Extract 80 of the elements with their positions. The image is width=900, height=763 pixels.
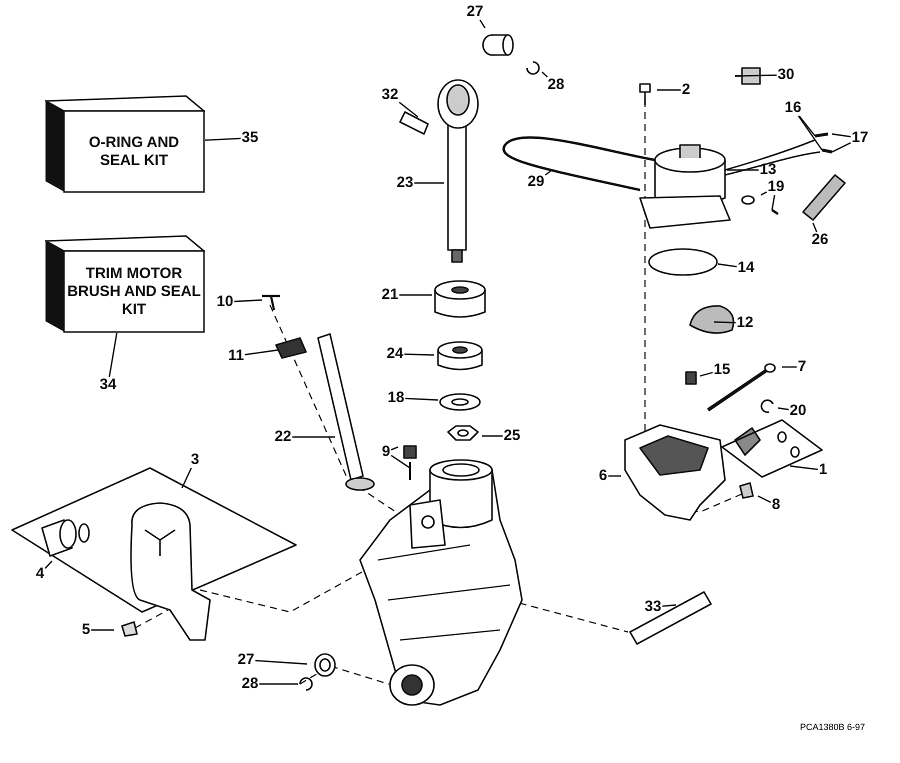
leader-line <box>758 495 772 504</box>
callout-number: 26 <box>810 232 830 248</box>
leader-line <box>91 629 114 631</box>
callout-number: 17 <box>850 130 870 146</box>
callout-number: 27 <box>466 4 484 20</box>
leader-line <box>657 89 681 91</box>
leader-line <box>771 194 776 210</box>
leader-line <box>760 191 768 196</box>
leader-line <box>405 398 438 401</box>
leader-line <box>292 436 335 438</box>
callout-number: 22 <box>274 429 292 445</box>
leader-line <box>108 332 118 378</box>
leader-line <box>718 263 737 268</box>
leader-line <box>390 454 410 469</box>
leader-line <box>662 604 676 607</box>
leader-line <box>734 74 777 77</box>
callout-number: 19 <box>766 179 786 195</box>
callout-number: 11 <box>227 348 245 364</box>
callout-number: 25 <box>502 428 522 444</box>
kit-box <box>45 235 205 333</box>
leader-line <box>608 475 621 477</box>
leader-line <box>798 116 823 150</box>
leader-line <box>790 465 818 470</box>
callout-number: 6 <box>598 468 608 484</box>
callout-number: 28 <box>240 676 260 692</box>
leader-line <box>234 299 262 302</box>
leader-line <box>181 468 192 488</box>
callout-number: 14 <box>736 260 756 276</box>
callout-number: 30 <box>776 67 796 83</box>
callout-number: 5 <box>80 622 92 638</box>
kit-label: O-RING AND SEAL KIT <box>88 132 180 170</box>
leader-line <box>398 102 418 118</box>
callout-number: 8 <box>770 497 782 513</box>
leader-line <box>798 116 816 136</box>
callout-number: 1 <box>818 462 828 478</box>
leader-line <box>259 683 298 685</box>
kit-label: TRIM MOTOR BRUSH AND SEAL KIT <box>67 264 201 320</box>
callout-number: 18 <box>386 390 406 406</box>
callout-number: 27 <box>236 652 256 668</box>
leader-line <box>812 222 818 232</box>
callout-number: 2 <box>680 82 692 98</box>
leader-line <box>544 169 552 176</box>
callout-number: 32 <box>380 87 400 103</box>
drawing-code: PCA1380B 6-97 <box>800 722 866 732</box>
leader-line <box>542 71 548 78</box>
callout-number: 21 <box>380 287 400 303</box>
leader-line <box>727 169 759 171</box>
leader-line <box>414 182 444 184</box>
leader-line <box>714 321 736 324</box>
callout-number: 35 <box>240 130 260 146</box>
callout-number: 15 <box>712 362 732 378</box>
callout-number: 9 <box>380 444 392 460</box>
leader-line <box>204 138 241 141</box>
callout-number: 20 <box>788 403 808 419</box>
callout-number: 12 <box>736 315 754 331</box>
leader-line <box>782 366 797 368</box>
leader-line <box>399 294 432 296</box>
kit-box <box>45 95 205 193</box>
leader-line <box>255 660 308 665</box>
leader-line <box>390 446 398 450</box>
leader-line <box>482 435 503 437</box>
callout-number: 33 <box>644 599 662 615</box>
callout-number: 23 <box>396 175 414 191</box>
leader-line <box>479 20 486 28</box>
callout-number: 16 <box>784 100 802 116</box>
callout-number: 4 <box>34 566 46 582</box>
callout-number: 24 <box>386 346 404 362</box>
leader-line <box>778 407 789 410</box>
leader-line <box>832 133 851 138</box>
callout-number: 3 <box>190 452 200 468</box>
leader-line <box>404 354 434 356</box>
callout-number: 29 <box>526 174 546 190</box>
leader-line <box>832 142 852 153</box>
leader-line <box>44 560 53 569</box>
leader-line <box>700 372 713 377</box>
callout-number: 7 <box>796 359 808 375</box>
callout-number: 34 <box>98 377 118 393</box>
callout-number: 28 <box>546 77 566 93</box>
leader-line <box>244 349 278 356</box>
callout-number: 10 <box>216 294 234 310</box>
